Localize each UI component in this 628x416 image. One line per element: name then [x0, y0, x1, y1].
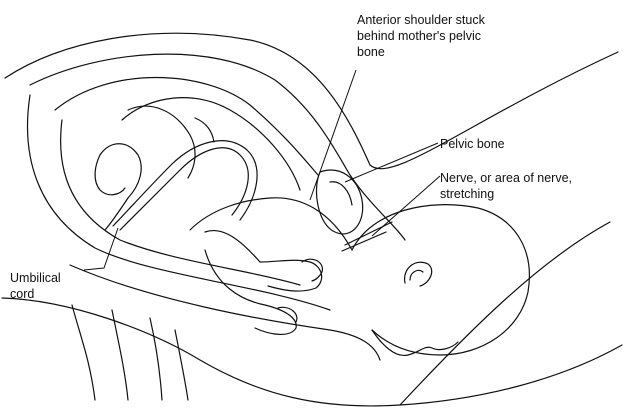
baby-arm-lower	[205, 250, 296, 334]
nerve-label: Nerve, or area of nerve, stretching	[440, 170, 572, 202]
mother-back-outline	[5, 33, 618, 168]
baby-leg-2	[128, 106, 195, 178]
baby-ear	[405, 262, 432, 286]
baby-ear-inner	[410, 270, 423, 280]
pelvic-bone-label: Pelvic bone	[440, 136, 505, 152]
thigh-outline	[400, 222, 610, 405]
baby-torso-front	[190, 198, 352, 250]
mother-leg-front	[175, 330, 188, 400]
umbilical-cord-label: Umbilical cord	[10, 270, 61, 302]
pointer-nerve	[372, 176, 440, 236]
umbilical-cord-2	[113, 141, 257, 226]
mother-leg-ridge	[150, 318, 162, 400]
pointer-umbilical-cord	[84, 228, 118, 270]
birth-canal-lower	[70, 265, 380, 360]
pelvic-bone-inner	[330, 182, 352, 205]
baby-head	[352, 205, 529, 355]
perineum-outline	[2, 298, 622, 406]
mother-leg-lower	[112, 310, 128, 400]
uterus-inner-wall	[55, 78, 318, 176]
baby-foot-2	[195, 118, 214, 142]
baby-leg	[100, 144, 141, 230]
nerve-line-2	[342, 232, 386, 251]
mother-leg-upper	[72, 305, 95, 400]
umbilical-cord	[120, 148, 248, 230]
baby-back	[122, 98, 300, 190]
uterus-lower-wall	[28, 95, 330, 310]
baby-face	[372, 330, 458, 355]
uterus-outer-wall	[30, 54, 405, 240]
pointer-pelvic-bone	[345, 143, 438, 182]
baby-foot	[95, 155, 125, 195]
pelvic-bone	[316, 170, 362, 234]
uterus-lower-inner	[61, 120, 300, 285]
anterior-shoulder-label: Anterior shoulder stuck behind mother's …	[357, 12, 485, 60]
nerve-line	[345, 222, 392, 245]
